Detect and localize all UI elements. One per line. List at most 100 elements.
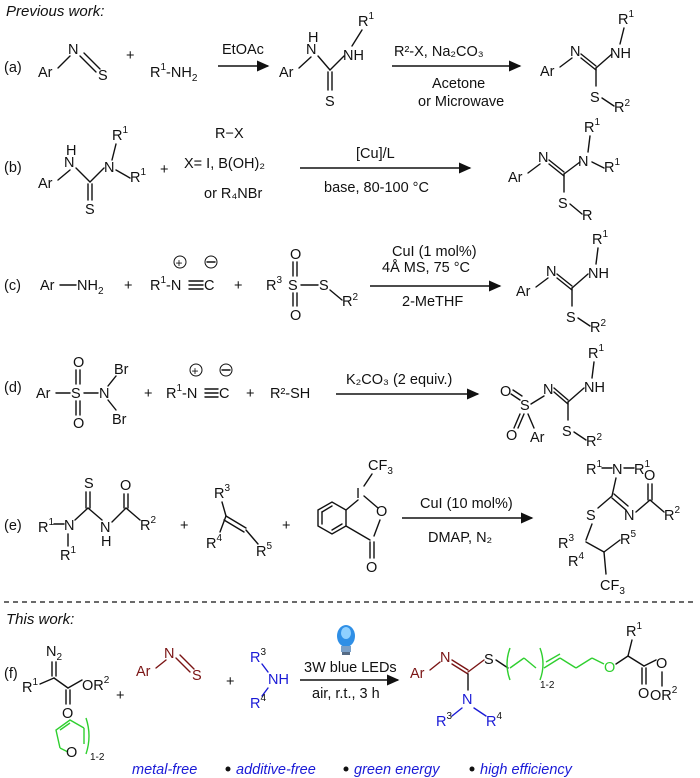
ar-text: Ar [530, 430, 545, 446]
nh2: NH2 [77, 278, 104, 297]
r3: R3 [250, 647, 266, 666]
o-atom: O [120, 478, 131, 494]
nh-atom: N [100, 520, 110, 536]
solvent: 2-MeTHF [402, 294, 463, 310]
feature-list: metal-free additive-free green energy hi… [132, 762, 573, 778]
or2: OR2 [82, 675, 110, 694]
bullet [225, 766, 231, 772]
ar-text: Ar [540, 64, 555, 80]
or-def: or R₄NBr [204, 186, 262, 202]
or2: OR2 [650, 685, 678, 704]
o-atom: O [366, 560, 377, 576]
plus: + [124, 278, 132, 294]
svg-text:+: + [176, 256, 183, 270]
n-atom: N [462, 692, 472, 708]
reagent-microwave: or Microwave [418, 94, 504, 110]
nh-atom: N [64, 155, 74, 171]
s-atom: S [98, 68, 108, 84]
label-d: (d) [4, 380, 22, 396]
plus: + [282, 518, 290, 534]
n-atom: N [440, 650, 450, 666]
r2: R2 [590, 318, 606, 336]
n-atom: N [543, 382, 553, 398]
i-atom: I [356, 486, 360, 502]
r1: R1 [586, 459, 602, 478]
label-a: (a) [4, 60, 22, 76]
o-atom: O [290, 308, 301, 324]
r1: R1 [22, 677, 38, 696]
conditions: base, 80-100 °C [324, 180, 429, 196]
n-atom: N [64, 518, 74, 534]
n-atom: N [68, 42, 78, 58]
ar-text: Ar [38, 176, 53, 192]
plus: + [226, 674, 234, 690]
reaction-b: (b) Ar N H S N R1 R1 + R−X X= I, B(OH)₂ … [4, 117, 620, 224]
s-atom: S [590, 90, 600, 106]
feature-additive-free: additive-free [236, 762, 316, 778]
feature-high-efficiency: high efficiency [480, 762, 573, 778]
o-atom: O [73, 416, 84, 432]
nh-atom: NH [588, 266, 609, 282]
s-atom: S [586, 508, 596, 524]
n-atom: N [570, 44, 580, 60]
r1: R1 [60, 545, 76, 564]
cf3: CF3 [368, 458, 393, 477]
o-atom: O [656, 656, 667, 672]
r-x: R−X [215, 126, 244, 142]
br-atom: Br [112, 412, 127, 428]
label-b: (b) [4, 160, 22, 176]
s-atom: S [84, 476, 94, 492]
plus: + [126, 48, 134, 64]
r1: R1 [618, 9, 634, 28]
r4: R4 [206, 533, 222, 552]
r1: R1 [38, 517, 54, 536]
svg-text:+: + [192, 364, 199, 378]
reaction-c: (c) Ar NH2 + R1-N C + + R3 S O O S R2 Cu… [4, 229, 609, 336]
r5: R5 [256, 541, 272, 560]
r3: R3 [558, 533, 574, 552]
ring-size: 1-2 [90, 752, 105, 763]
cond-leds: 3W blue LEDs [304, 660, 397, 676]
nh-atom: NH [343, 48, 364, 64]
cf3: CF3 [600, 578, 625, 597]
o-atom: O [644, 468, 655, 484]
n-atom: N [104, 160, 114, 176]
n-atom: N [546, 264, 556, 280]
o-atom: O [62, 706, 73, 722]
ar-text: Ar [516, 284, 531, 300]
reagent-acetone: Acetone [432, 76, 485, 92]
cond-cui: CuI (1 mol%) [392, 244, 477, 260]
r1: R1 [112, 125, 128, 144]
r3: R3 [214, 483, 230, 502]
r3: R3 [266, 275, 282, 294]
o-atom: O [376, 504, 387, 520]
s-atom: S [520, 398, 530, 414]
r5: R5 [620, 529, 636, 548]
o-atom: O [604, 660, 615, 676]
bullet [343, 766, 349, 772]
isocyanide: R1-N [166, 383, 197, 402]
s-atom: S [71, 386, 81, 402]
isocyanide: R1-N [150, 275, 181, 294]
r3: R3 [436, 711, 452, 730]
n-atom: N [538, 150, 548, 166]
h-atom: H [66, 143, 76, 159]
nh-atom: N [306, 42, 316, 58]
nh-atom: NH [584, 380, 605, 396]
this-work-header: This work: [6, 611, 74, 628]
h-atom: H [101, 534, 111, 550]
r1: R1 [130, 167, 146, 186]
n-atom: N [164, 646, 174, 662]
r2: R2 [140, 515, 156, 534]
plus: + [160, 162, 168, 178]
reaction-a: (a) Ar N S + R1-NH2 EtOAc Ar N H S NH R1… [4, 9, 634, 116]
r1: R1 [588, 343, 604, 362]
catalyst: [Cu]/L [356, 146, 395, 162]
o-atom: O [73, 355, 84, 371]
reaction-d: (d) Ar S O O N Br Br + R1-N C + + R²-SH … [4, 343, 605, 450]
r4: R4 [568, 551, 584, 570]
light-bulb-icon [337, 625, 355, 655]
feature-metal-free: metal-free [132, 762, 197, 778]
s-atom: S [192, 668, 202, 684]
